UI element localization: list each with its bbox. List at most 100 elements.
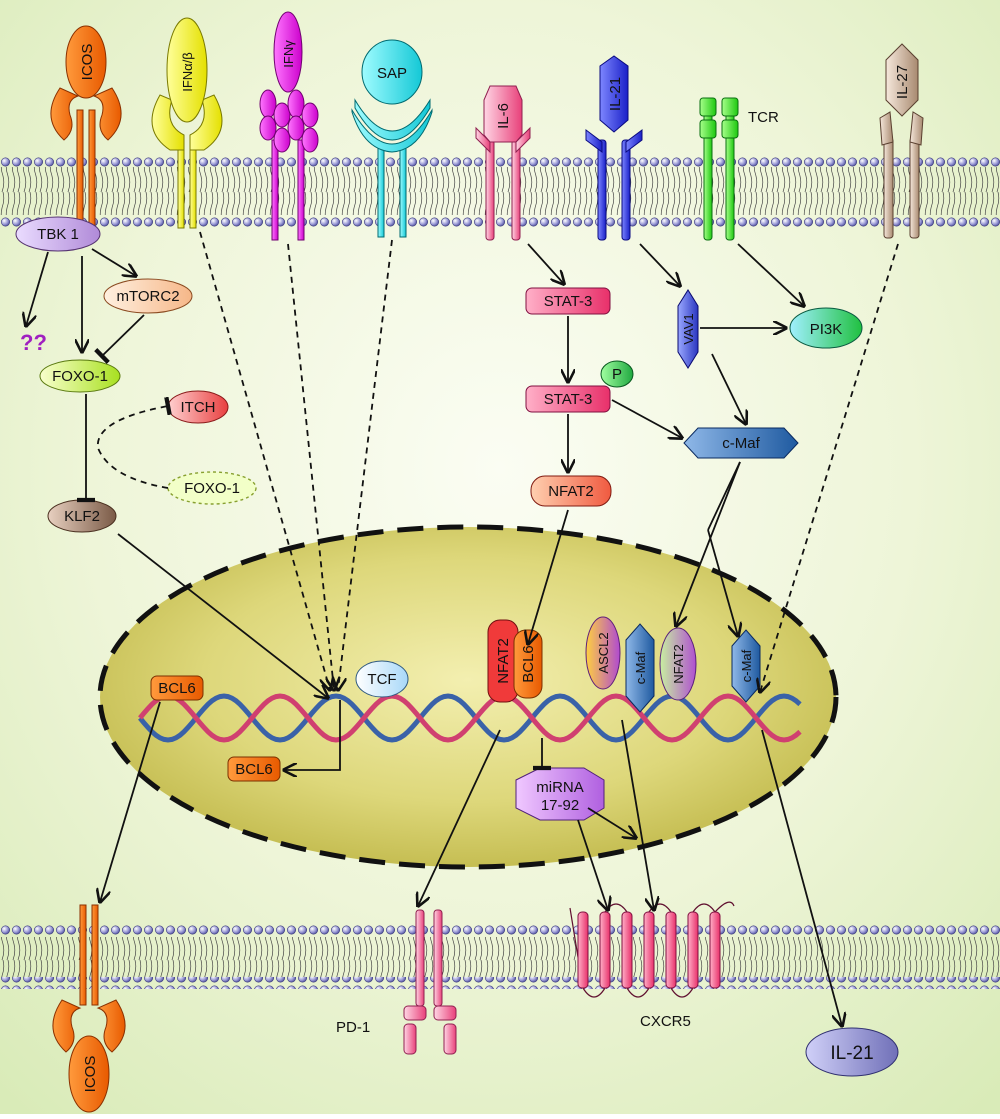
arrow-tcr-pi3k <box>737 243 804 306</box>
stat3-a-label: STAT-3 <box>544 293 593 310</box>
dashed-il27-cmaf <box>760 243 899 692</box>
inhibit-mtorc2-foxo1 <box>94 314 145 364</box>
tcf-label: TCF <box>367 671 396 688</box>
bcl6-left-node: BCL6 <box>150 675 204 701</box>
bcl6-left-label: BCL6 <box>158 680 196 697</box>
cxcr5-helix <box>665 911 677 989</box>
arrow-stat3-cmaf <box>611 399 682 438</box>
foxo1-inactive-node: FOXO-1 <box>167 471 257 505</box>
mtorc2-label: mTORC2 <box>116 288 179 305</box>
klf2-node: KLF2 <box>47 499 117 533</box>
cxcr5-helix <box>687 911 699 989</box>
cxcr5-helix <box>599 911 611 989</box>
arrow-nfat2-nucleus <box>528 509 569 644</box>
plasma-membrane-top <box>0 155 1000 227</box>
itch-label: ITCH <box>181 399 216 416</box>
phospho-node: P <box>600 360 634 388</box>
dashed-ifn-ab-nucleus <box>199 231 330 690</box>
stat3-b-label: STAT-3 <box>544 391 593 408</box>
arrow-nucleus-cxcr5 <box>621 719 654 910</box>
cxcr5-receptor: CXCR5 <box>569 901 735 1030</box>
icos-receptor-top: ICOS <box>50 25 122 229</box>
cmaf-label: c-Maf <box>722 435 760 452</box>
nucleus <box>97 524 839 870</box>
mirna-line1: miRNA <box>536 779 584 796</box>
arrow-klf2-nucleus <box>117 533 328 698</box>
arrow-tbk1-mtorc2 <box>91 248 136 276</box>
il6-label: IL-6 <box>495 103 512 129</box>
tcf-node: TCF <box>355 660 409 698</box>
itch-node: ITCH <box>167 390 229 424</box>
tcr-receptor: TCR <box>699 97 779 241</box>
nfat2-label: NFAT2 <box>548 483 594 500</box>
pi3k-node: PI3K <box>789 307 863 349</box>
arrow-nucleus-pd1 <box>418 729 501 906</box>
ascl2-node: ASCL2 <box>585 616 621 690</box>
ifn-gamma-receptor: IFNγ <box>259 11 319 241</box>
ifn-ab-label: IFNα/β <box>180 52 195 92</box>
tcr-label: TCR <box>748 109 779 126</box>
bcl6-bound-node: BCL6 <box>513 629 543 699</box>
sap-receptor: SAP <box>351 39 433 238</box>
dna-helix <box>138 693 802 743</box>
cxcr5-label: CXCR5 <box>640 1013 691 1030</box>
foxo1-label: FOXO-1 <box>52 368 108 385</box>
bcl6-output-label: BCL6 <box>235 761 273 778</box>
arrow-bcl6-icos <box>100 701 161 902</box>
stat3-node-a: STAT-3 <box>525 287 611 315</box>
foxo1-node: FOXO-1 <box>39 359 121 393</box>
ifn-alpha-beta-receptor: IFNα/β <box>151 17 223 229</box>
vav1-node: VAV1 <box>677 289 699 369</box>
pd1-label: PD-1 <box>336 1019 370 1036</box>
plasma-membrane-bottom <box>0 925 1000 989</box>
ascl2-label: ASCL2 <box>596 632 611 673</box>
arrow-il6-stat3 <box>527 243 564 284</box>
pathway-connectors <box>26 231 899 1026</box>
inhibit-foxo1-itch <box>97 396 172 489</box>
il21-receptor: IL-21 <box>585 55 643 241</box>
icos-receptor-bottom: ICOS <box>52 904 126 1113</box>
arrow-vav1-cmaf <box>711 353 746 424</box>
arrow-cmaf-nucleus-a <box>676 461 741 626</box>
arrow-mirna-cxcr5-b <box>577 819 608 910</box>
arrow-mirna-cxcr5-a <box>587 807 636 838</box>
stat3-node-b: STAT-3 <box>525 385 611 413</box>
phospho-label: P <box>612 366 622 383</box>
icos-bottom-label: ICOS <box>82 1056 99 1093</box>
il21-secreted: IL-21 <box>805 1027 899 1077</box>
mirna-line2: 17-92 <box>541 797 579 814</box>
cxcr5-helix <box>577 911 589 989</box>
cmaf-a-label: c-Maf <box>633 651 648 684</box>
bcl6-bound-label: BCL6 <box>520 645 537 683</box>
nfat2-bound-node: NFAT2 <box>487 619 519 703</box>
arrow-il21-vav1 <box>639 243 680 286</box>
klf2-label: KLF2 <box>64 508 100 525</box>
cmaf-bound-node-a: c-Maf <box>625 623 655 713</box>
cmaf-node: c-Maf <box>683 427 799 459</box>
il6-receptor: IL-6 <box>475 85 531 241</box>
unknown-target-label: ?? <box>20 330 47 355</box>
icos-top-label: ICOS <box>79 44 96 81</box>
arrow-tbk1-unknown <box>26 251 49 326</box>
tbk1-label: TBK 1 <box>37 226 79 243</box>
cxcr5-helix <box>709 911 721 989</box>
il27-receptor: IL-27 <box>879 43 924 239</box>
nfat2-bound-node-b: NFAT2 <box>659 627 697 701</box>
ifn-g-label: IFNγ <box>281 40 296 68</box>
cmaf-b-label: c-Maf <box>739 649 754 682</box>
tbk1-node: TBK 1 <box>15 216 101 252</box>
nfat2-node: NFAT2 <box>530 475 612 507</box>
dashed-sap-nucleus <box>338 239 393 690</box>
cmaf-branch-stem <box>707 461 741 531</box>
dashed-ifn-g-nucleus <box>287 243 334 690</box>
mtorc2-node: mTORC2 <box>103 278 193 314</box>
pi3k-label: PI3K <box>810 321 843 338</box>
foxo1-inactive-label: FOXO-1 <box>184 480 240 497</box>
pd1-receptor: PD-1 <box>336 909 457 1055</box>
mirna-node: miRNA 17-92 <box>515 767 605 821</box>
arrow-tcf-bcl6 <box>284 700 341 770</box>
il27-label: IL-27 <box>894 65 911 99</box>
cmaf-bound-node-b: c-Maf <box>731 629 761 703</box>
